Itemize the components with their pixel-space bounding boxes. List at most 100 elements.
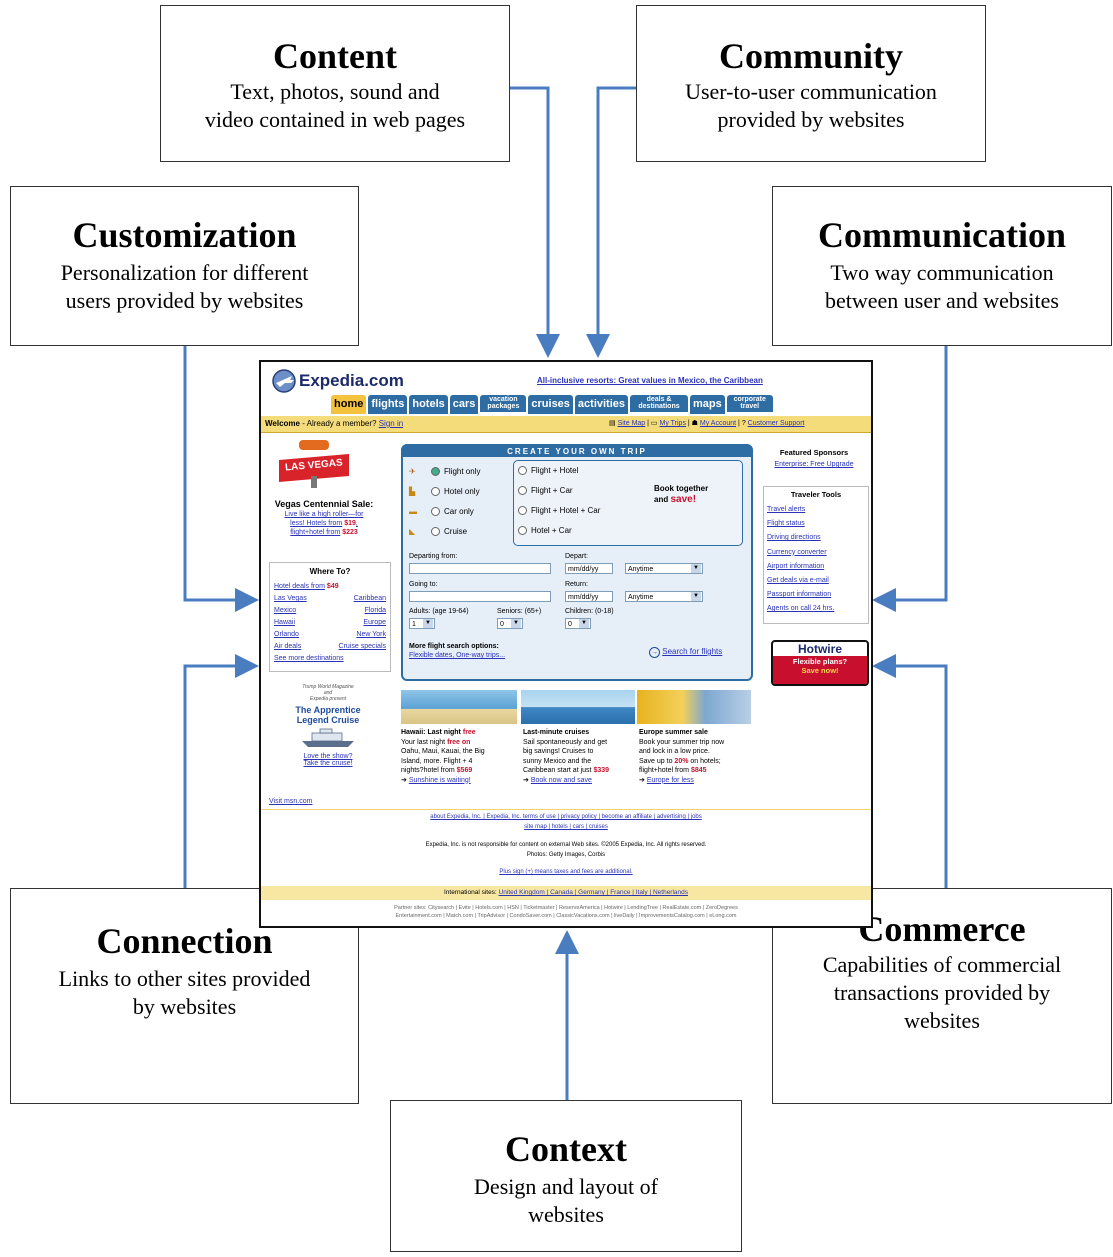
tool-flight-status[interactable]: Flight status — [767, 520, 805, 528]
hawaii-title: Hawaii: Last night free — [401, 729, 476, 736]
my-trips-link[interactable]: My Trips — [659, 420, 686, 427]
option-flight-car[interactable]: Flight + Car — [518, 481, 742, 501]
europe-image[interactable] — [637, 690, 751, 724]
footer-links[interactable]: about Expedia, Inc. | Expedia, Inc. term… — [430, 814, 702, 820]
cruise-image[interactable] — [521, 690, 635, 724]
partner-links-2[interactable]: Entertainment.com | Match.com | TripAdvi… — [395, 913, 737, 919]
dest-cruise-specials[interactable]: Cruise specials — [338, 643, 386, 650]
take-the-cruise-link[interactable]: Take the cruise! — [303, 760, 353, 767]
hotel-deals-link[interactable]: Hotel deals from $49 — [274, 583, 339, 590]
option-car-only[interactable]: ▬Car only — [409, 502, 480, 522]
sign-in-link[interactable]: Sign in — [378, 419, 404, 428]
support-icon: ? — [741, 420, 746, 427]
enterprise-link[interactable]: Enterprise: Free Upgrade — [774, 461, 854, 468]
tab-activities[interactable]: activities — [574, 395, 629, 414]
europe-link[interactable]: ➔ Europe for less — [639, 776, 694, 784]
see-more-destinations-link[interactable]: See more destinations — [274, 655, 344, 662]
tool-agents[interactable]: Agents on call 24 hrs. — [767, 605, 835, 613]
vegas-title: Vegas Centennial Sale: — [274, 499, 374, 509]
option-cruise[interactable]: ◣Cruise — [409, 522, 480, 542]
apprentice-title1: The Apprentice — [295, 705, 361, 715]
footer-links-2[interactable]: site map | hotels | cars | cruises — [524, 824, 608, 830]
flexible-dates-link[interactable]: Flexible dates, One-way trips... — [409, 652, 506, 659]
radio-cruise[interactable] — [431, 527, 440, 537]
my-account-link[interactable]: My Account — [699, 420, 737, 427]
dest-air-deals[interactable]: Air deals — [274, 643, 302, 650]
option-hotel-only[interactable]: ▙Hotel only — [409, 482, 480, 502]
dest-new-york[interactable]: New York — [356, 631, 386, 638]
option-flight-only[interactable]: ✈Flight only — [409, 462, 480, 482]
radio-hotel-car[interactable] — [518, 526, 527, 536]
vegas-line1[interactable]: Live like a high roller—for — [284, 511, 364, 518]
option-flight-hotel-car[interactable]: Flight + Hotel + Car — [518, 501, 742, 521]
tab-maps[interactable]: maps — [690, 395, 725, 414]
search-flights-button[interactable]: → Search for flights — [649, 647, 723, 658]
dest-hawaii[interactable]: Hawaii — [274, 619, 296, 626]
book-now-link[interactable]: ➔ Book now and save — [523, 776, 592, 784]
tool-currency-converter[interactable]: Currency converter — [767, 548, 827, 556]
tool-travel-alerts[interactable]: Travel alerts — [767, 506, 806, 513]
tool-passport-information[interactable]: Passport information — [767, 591, 832, 599]
more-options-title: More flight search options: — [409, 643, 499, 650]
customization-title: Customization — [72, 215, 297, 255]
plus-sign-note[interactable]: Plus sign (+) means taxes and fees are a… — [499, 869, 633, 875]
tab-corporate-travel[interactable]: corporate travel — [726, 395, 773, 412]
partner-links-1[interactable]: Partner sites: Citysearch | Evite | Hote… — [394, 905, 738, 911]
adults-select[interactable]: 1▼ — [409, 618, 435, 629]
radio-hotel-only[interactable] — [431, 487, 440, 497]
content-title: Content — [273, 36, 397, 76]
children-select[interactable]: 0▼ — [565, 618, 591, 629]
depart-time-select[interactable]: Anytime▼ — [625, 563, 703, 574]
option-flight-hotel[interactable]: Flight + Hotel — [518, 461, 742, 481]
dest-mexico[interactable]: Mexico — [274, 607, 297, 614]
return-time-select[interactable]: Anytime▼ — [625, 591, 703, 602]
dest-florida[interactable]: Florida — [364, 607, 386, 614]
trump-line2: and — [323, 690, 333, 696]
departing-input[interactable] — [409, 563, 551, 574]
vegas-line2[interactable]: less! Hotels from $19, — [290, 520, 358, 527]
community-title: Community — [718, 36, 903, 76]
tab-hotels[interactable]: hotels — [409, 395, 448, 414]
dest-caribbean[interactable]: Caribbean — [353, 595, 386, 602]
site-map-link[interactable]: Site Map — [617, 420, 646, 427]
dest-orlando[interactable]: Orlando — [274, 631, 299, 638]
tab-cars[interactable]: cars — [449, 395, 479, 414]
tool-deals-email[interactable]: Get deals via e-mail — [767, 577, 829, 585]
hawaii-image[interactable] — [401, 690, 517, 724]
option-hotel-car[interactable]: Hotel + Car — [518, 521, 742, 541]
radio-car-only[interactable] — [431, 507, 440, 517]
radio-flight-car[interactable] — [518, 486, 527, 496]
depart-date-input[interactable]: mm/dd/yy — [565, 563, 613, 574]
tab-cruises[interactable]: cruises — [528, 395, 573, 414]
customer-support-link[interactable]: Customer Support — [747, 420, 805, 427]
return-date-input[interactable]: mm/dd/yy — [565, 591, 613, 602]
tab-flights[interactable]: flights — [368, 395, 408, 414]
tab-home[interactable]: home — [331, 395, 367, 414]
radio-flight-only[interactable] — [431, 467, 440, 477]
expedia-logo[interactable]: Expedia.com — [271, 368, 404, 394]
las-vegas-sign-image[interactable]: LAS VEGAS — [273, 438, 355, 490]
intl-links[interactable]: United Kingdom | Canada | Germany | Fran… — [498, 889, 689, 896]
hotwire-ad[interactable]: Hotwire Flexible plans?Save now! — [771, 640, 869, 686]
radio-flight-hotel[interactable] — [518, 466, 527, 476]
chevron-down-icon: ▼ — [579, 619, 589, 628]
chevron-down-icon: ▼ — [691, 564, 701, 573]
cruise-icon: ◣ — [409, 527, 416, 536]
seniors-select[interactable]: 0▼ — [497, 618, 523, 629]
dest-las-vegas[interactable]: Las Vegas — [274, 595, 307, 602]
love-the-show-link[interactable]: Love the show? — [303, 753, 353, 760]
dest-europe[interactable]: Europe — [363, 619, 386, 626]
tool-airport-information[interactable]: Airport information — [767, 562, 825, 570]
my-account-icon: ☗ — [691, 420, 698, 427]
vegas-line3[interactable]: flight+hotel from $223 — [290, 529, 358, 536]
radio-flight-hotel-car[interactable] — [518, 506, 527, 516]
visit-msn-link[interactable]: Visit msn.com — [269, 798, 313, 805]
commerce-title: Commerce — [858, 909, 1026, 949]
tab-vacation-packages[interactable]: vacation packages — [480, 395, 527, 412]
sunshine-link[interactable]: ➔ Sunshine is waiting! — [401, 776, 471, 784]
promo-link[interactable]: All-inclusive resorts: Great values in M… — [537, 376, 763, 385]
tool-driving-directions[interactable]: Driving directions — [767, 534, 821, 542]
going-input[interactable] — [409, 591, 551, 602]
tab-deals-destinations[interactable]: deals & destinations — [630, 395, 689, 412]
